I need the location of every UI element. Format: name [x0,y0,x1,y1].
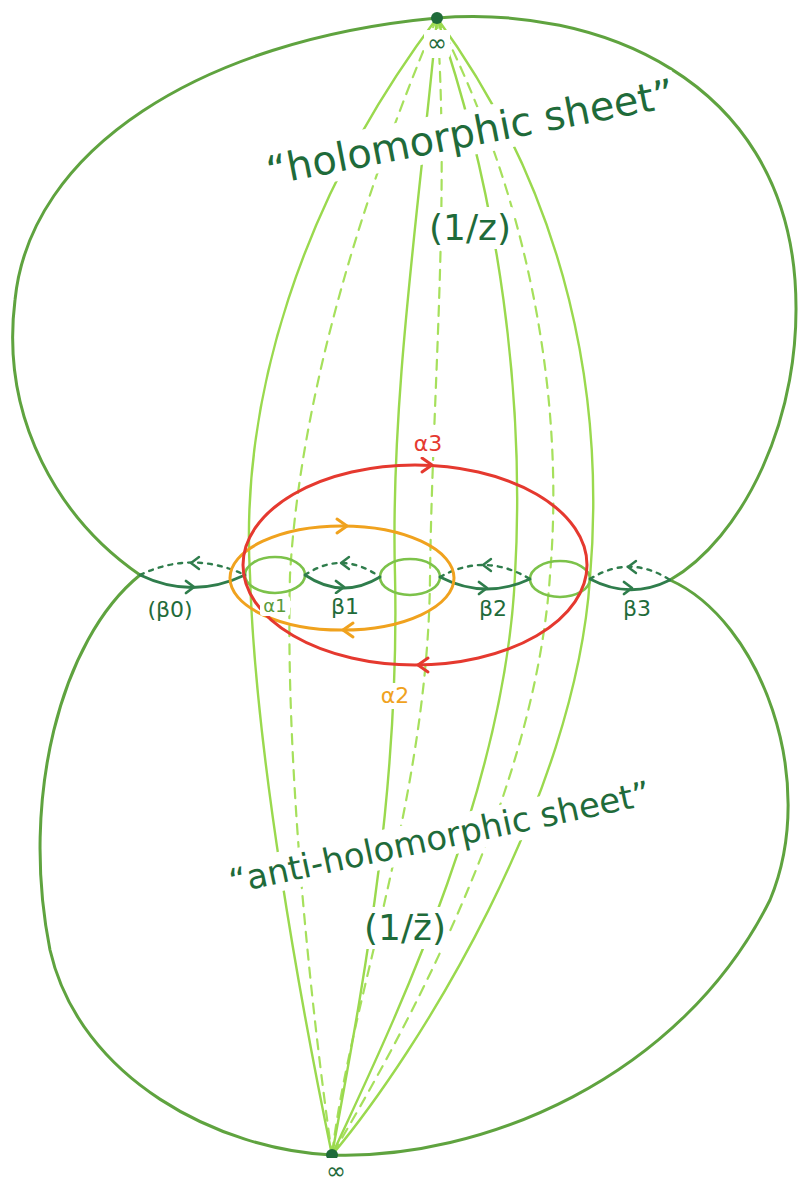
cycle-label: α3 [411,431,446,456]
cycle-label: β1 [328,594,362,619]
infinity-label: ∞ [323,1158,349,1186]
sheet-label: “anti-holomorphic sheet” [223,774,657,903]
alpha2-cycle [230,519,454,637]
back-meridians [289,18,553,1155]
infinity-point [431,12,443,24]
front-meridians [249,18,593,1155]
sheet-function: (1/z) [426,207,514,248]
surface-outline [13,17,796,1156]
alpha3-cycle [243,458,587,672]
beta-back-arcs [140,563,670,581]
handle-holes [245,557,590,597]
cycle-label: α1 [260,596,289,617]
cycle-label: (β0) [144,597,195,622]
cycle-label: β2 [476,596,510,621]
beta-back-arrows [191,557,636,573]
infinity-label: ∞ [424,30,450,58]
cycle-label: α2 [378,683,413,708]
cycle-label: β3 [620,596,654,621]
sheet-function: (1/z̄) [361,907,449,948]
